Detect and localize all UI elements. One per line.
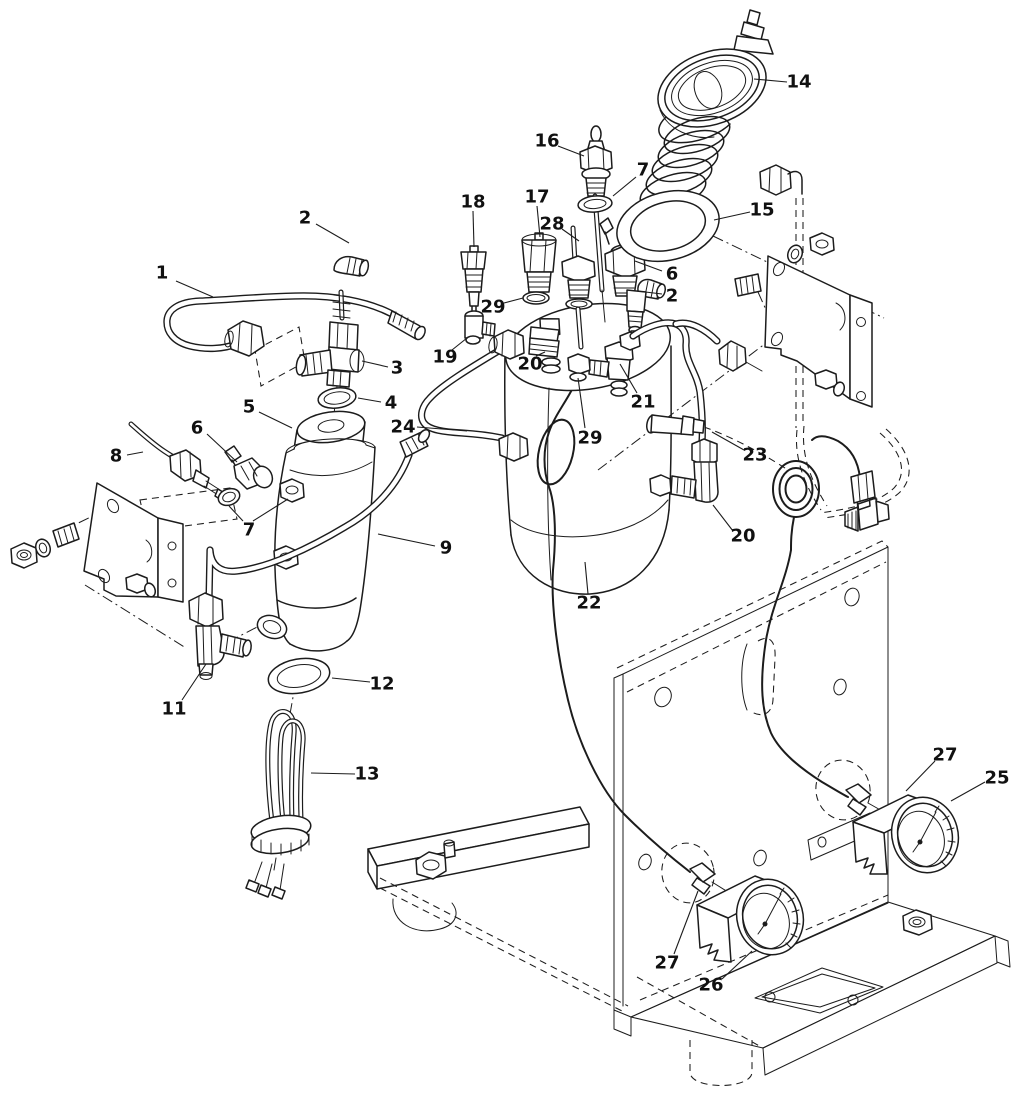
- part-label-19: 19: [432, 347, 457, 368]
- leader-line-part-1: [175, 280, 214, 298]
- leader-line-part-25: [950, 781, 986, 802]
- pipe-9-assembly: [188, 428, 431, 680]
- part-label-15: 15: [749, 200, 774, 221]
- leader-line-part-24: [416, 426, 468, 432]
- part-label-4: 4: [385, 393, 398, 414]
- pipe-24-assembly: [417, 329, 529, 462]
- part-label-28: 28: [539, 214, 564, 235]
- pipe-end-top-right: [759, 164, 803, 196]
- leader-line-part-16: [557, 145, 585, 157]
- leader-line-part-5: [258, 411, 293, 429]
- part-label-13: 13: [354, 764, 379, 785]
- leader-line-part-11: [181, 663, 207, 701]
- leader-line-part-8: [126, 451, 144, 456]
- leader-line-part-7: [228, 505, 244, 522]
- pipe-23-assembly: [629, 319, 763, 503]
- leader-line-part-26: [721, 950, 753, 980]
- leader-line-part-13: [310, 772, 356, 775]
- part-label-3: 3: [391, 358, 404, 379]
- leader-line-part-6: [206, 433, 238, 463]
- part-label-25: 25: [984, 768, 1009, 789]
- leader-line-part-3: [361, 360, 389, 368]
- bracket-right: [734, 232, 873, 408]
- leader-line-part-21: [619, 363, 638, 394]
- part-label-7: 7: [637, 160, 650, 181]
- part-label-29: 29: [480, 297, 505, 318]
- leader-line-part-2: [636, 290, 663, 295]
- part-label-8: 8: [110, 446, 123, 467]
- part-label-27: 27: [654, 953, 679, 974]
- part-label-11: 11: [161, 699, 186, 720]
- leader-line-part-18: [472, 210, 475, 248]
- leader-line-part-12: [331, 677, 371, 683]
- pipe-1-assembly: [163, 255, 426, 425]
- part-label-2: 2: [666, 286, 679, 307]
- leader-line-part-17: [536, 205, 541, 238]
- capillary-tubes: [536, 375, 890, 895]
- boiler-small: [256, 410, 376, 652]
- leader-line-part-15: [713, 211, 751, 221]
- leader-line-part-29: [577, 377, 586, 429]
- heating-element-large: [639, 9, 774, 230]
- part-label-6: 6: [666, 264, 679, 285]
- part-label-2: 2: [299, 208, 312, 229]
- part-label-17: 17: [524, 187, 549, 208]
- leader-line-part-28: [561, 228, 580, 242]
- pressure-gauge-26: [696, 875, 805, 963]
- part-label-14: 14: [786, 72, 811, 93]
- part-label-20: 20: [730, 526, 755, 547]
- leader-line-part-4: [357, 397, 382, 403]
- part-label-21: 21: [630, 392, 655, 413]
- part-label-6: 6: [191, 418, 204, 439]
- part-label-5: 5: [243, 397, 256, 418]
- leader-line-part-19: [451, 337, 468, 351]
- leader-line-part-22: [584, 561, 589, 595]
- part-label-24: 24: [390, 417, 415, 438]
- leader-line-part-27: [905, 760, 936, 792]
- leader-line-part-9: [377, 533, 436, 547]
- part-label-27: 27: [932, 745, 957, 766]
- leader-line-part-27: [673, 890, 699, 955]
- part-label-23: 23: [742, 445, 767, 466]
- leader-line-part-6: [634, 260, 663, 272]
- part-label-16: 16: [534, 131, 559, 152]
- leader-line-part-29: [503, 297, 524, 304]
- leader-line-part-20: [535, 351, 546, 357]
- bracket-left: [10, 482, 184, 603]
- sensor-and-probe-left: [128, 421, 274, 507]
- union-fitting: [646, 414, 705, 436]
- pressure-gauge-25: [852, 794, 960, 875]
- leader-line-part-2: [315, 223, 350, 244]
- leader-line-part-7: [252, 498, 289, 522]
- leader-line-part-23: [711, 431, 745, 451]
- part-label-22: 22: [576, 593, 601, 614]
- leader-line-part-20: [712, 504, 734, 532]
- part-label-9: 9: [440, 538, 453, 559]
- part-label-12: 12: [369, 674, 394, 695]
- part-label-7: 7: [243, 520, 256, 541]
- o-ring-15: [616, 189, 720, 263]
- part-label-18: 18: [460, 192, 485, 213]
- part-label-29: 29: [577, 428, 602, 449]
- part-label-26: 26: [698, 975, 723, 996]
- heating-element-small: [245, 657, 331, 900]
- leader-line-part-7: [612, 176, 637, 197]
- part-label-20: 20: [517, 354, 542, 375]
- machine-frame: [367, 540, 1011, 1087]
- leader-line-part-14: [753, 78, 788, 83]
- part-label-1: 1: [156, 263, 169, 284]
